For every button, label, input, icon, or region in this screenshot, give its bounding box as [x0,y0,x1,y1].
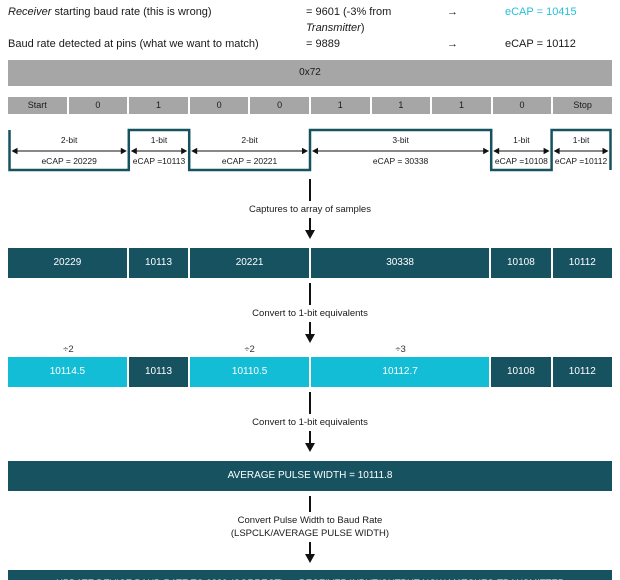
step-baud-label: Convert Pulse Width to Baud Rate(LSPCLK/… [230,515,390,539]
segment-ecap-value: eCAP = 20229 [41,156,97,166]
segment-label: 1-bit eCAP =10113 [129,134,189,168]
segment-ecap-value: eCAP =10112 [554,156,608,166]
arrow-shaft [308,542,312,554]
bit-cell: Stop [553,97,612,114]
array-cell: 30338 [311,248,490,278]
bit-cell: 0 [189,97,249,114]
arrow-shaft [308,322,312,334]
segment-label: 1-bit eCAP =10112 [552,134,611,168]
segment-bit-count: 2-bit [60,135,78,145]
array-cell: 10113 [128,248,189,278]
segment-ecap-value: eCAP =10113 [132,156,186,166]
arrow-down-icon [305,554,315,563]
segment-bit-count: 3-bit [392,135,409,145]
array-cell: 10112.7 [311,357,490,387]
segment-ecap-value: eCAP = 20221 [221,156,278,166]
divide-labels: ÷2 ÷2 ÷3 [8,343,612,357]
header-notes: Receiver starting baud rate (this is wro… [0,4,620,52]
segment-bit-count: 1-bit [572,135,590,145]
segment-label: 1-bit eCAP =10108 [491,134,551,168]
arrow-down-icon [305,443,315,452]
step-convert-2: Convert to 1-bit equivalents [0,392,620,452]
step-baud-convert: Convert Pulse Width to Baud Rate(LSPCLK/… [0,496,620,563]
divide-factor-label: ÷2 [244,344,255,355]
arrow-shaft [308,218,312,230]
note-value: = 9601 (-3% from Transmitter) [306,6,392,34]
arrow-left-icon [493,147,500,155]
segment-label: 2-bit eCAP = 20221 [189,134,310,168]
step-convert-1: Convert to 1-bit equivalents [0,283,620,343]
step-convert1-label: Convert to 1-bit equivalents [252,308,368,319]
array-cell: 20229 [8,248,127,278]
right-arrow-icon: → [447,38,458,50]
uart-signal-trace [8,128,612,172]
uart-waveform: 2-bit eCAP = 20229 1-bit eCAP =10113 2-bit eC… [8,127,612,175]
receiver-starting-baud-row: Receiver starting baud rate (this is wro… [0,4,620,36]
segment-ecap-value: eCAP =10108 [494,156,548,166]
array-cell: 10114.5 [8,357,127,387]
divide-factor-label: ÷2 [63,344,74,355]
array-cell: 10108 [491,248,551,278]
array-cell: 10108 [491,357,551,387]
arrow-left-icon [191,147,198,155]
note-ecap-value: eCAP = 10112 [505,38,576,50]
divide-factor-label: ÷3 [395,344,406,355]
segment-bit-count: 1-bit [513,135,530,145]
segment-bit-count: 1-bit [150,135,168,145]
arrow-right-icon [120,147,127,155]
arrow-shaft [308,179,312,201]
arrow-right-icon [602,147,609,155]
array-cell: 10112 [552,248,613,278]
arrow-right-icon [181,147,188,155]
segment-label: 3-bit eCAP = 30338 [310,134,491,168]
bit-cell: 0 [250,97,309,114]
bit-cell: 0 [68,97,128,114]
bit-cell: 1 [310,97,370,114]
bit-cell: 1 [129,97,188,114]
arrow-left-icon [11,147,18,155]
bit-cell: Start [8,97,67,114]
arrow-shaft [308,283,312,305]
arrow-right-icon [543,147,550,155]
array-cell: 10113 [128,357,189,387]
bit-cell: 1 [432,97,491,114]
arrow-shaft [308,392,312,414]
step-capture: Captures to array of samples [0,179,620,239]
bit-cell: 0 [492,97,552,114]
arrow-left-icon [312,147,318,155]
step-convert2-label: Convert to 1-bit equivalents [252,417,368,428]
note-ecap-value: eCAP = 10415 [505,6,577,18]
array-cell: 20221 [190,248,309,278]
segment-label: 2-bit eCAP = 20229 [10,134,129,168]
note-value: = 9889 [306,38,340,50]
step-capture-label: Captures to array of samples [249,204,371,215]
byte-value-bar: 0x72 [8,60,612,86]
detected-baud-row: Baud rate detected at pins (what we want… [0,36,620,52]
arrow-right-icon [483,147,490,155]
arrow-shaft [308,431,312,443]
arrow-down-icon [305,230,315,239]
array-cell: 10112 [552,357,613,387]
note-label: Receiver starting baud rate (this is wro… [8,6,212,18]
arrow-left-icon [553,147,560,155]
right-arrow-icon: → [447,6,458,18]
average-pulse-width-bar: AVERAGE PULSE WIDTH = 10111.8 [8,461,612,491]
waveform-canvas [8,128,612,172]
arrow-left-icon [130,147,137,155]
bit-cell: 1 [371,97,431,114]
arrow-down-icon [305,334,315,343]
arrow-right-icon [302,147,308,155]
array-cell: 10110.5 [190,357,309,387]
arrow-shaft [308,496,312,512]
final-update-bar: UPDATE DEVICE BAUD RATE TO 9889 (CORRECT… [8,570,612,580]
segment-ecap-value: eCAP = 30338 [372,156,429,166]
segment-bit-count: 2-bit [241,135,258,145]
note-label: Baud rate detected at pins (what we want… [8,38,259,50]
